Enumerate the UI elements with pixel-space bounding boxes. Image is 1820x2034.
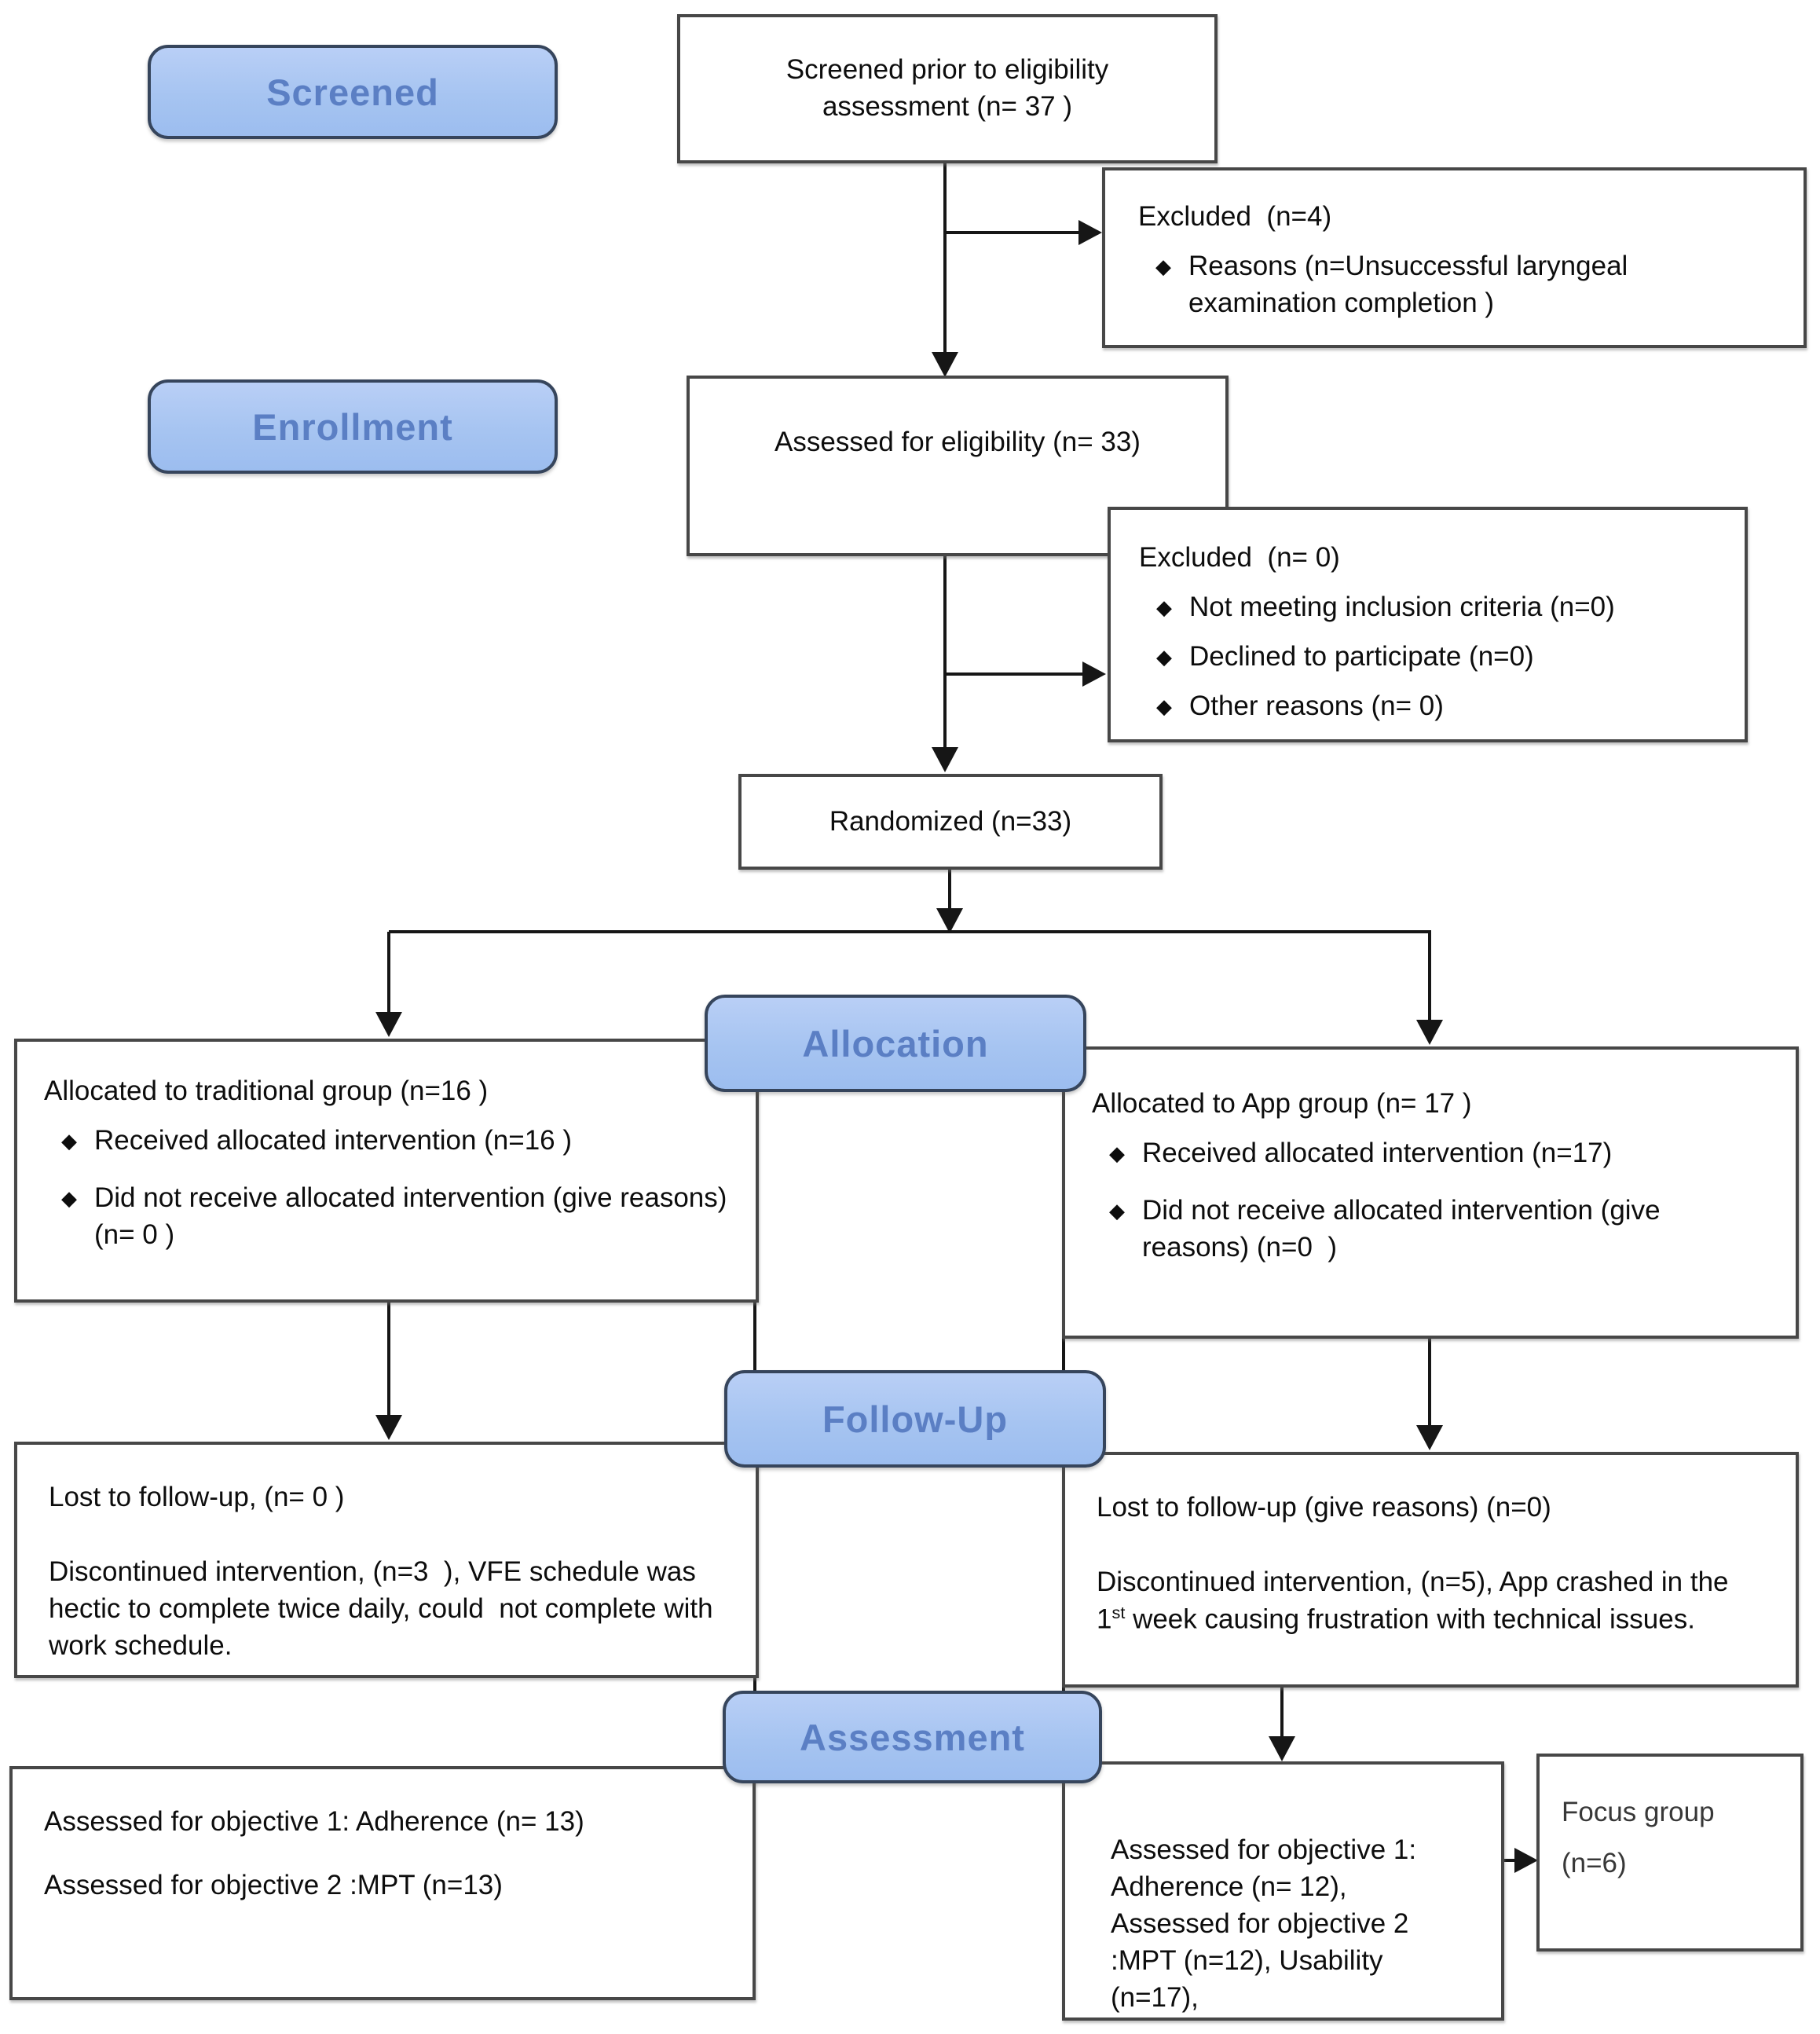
allocated-app-title: Allocated to App group (n= 17 ) [1092, 1088, 1472, 1119]
assessed-eligibility-text: Assessed for eligibility (n= 33) [775, 427, 1141, 457]
flow-box-excluded-enrollment: Excluded (n= 0) ◆ Not meeting inclusion … [1108, 507, 1748, 742]
connector-line [943, 556, 947, 749]
connector-line [943, 163, 947, 357]
stage-badge-screened-label: Screened [266, 71, 439, 113]
flow-box-screened-prior: Screened prior to eligibility assessment… [677, 14, 1218, 163]
flow-box-followup-app: Lost to follow-up (give reasons) (n=0) D… [1062, 1452, 1799, 1688]
excluded-screening-bullet: ◆ Reasons (n=Unsuccessful laryngeal exam… [1138, 248, 1771, 322]
excluded-enrollment-bullet: ◆ Other reasons (n= 0) [1139, 688, 1716, 725]
excluded-enrollment-bullet: ◆ Not meeting inclusion criteria (n=0) [1139, 589, 1716, 626]
stage-badge-enrollment: Enrollment [148, 379, 558, 474]
excluded-enrollment-bullet: ◆ Declined to participate (n=0) [1139, 639, 1716, 676]
connector-line [948, 870, 951, 913]
flow-box-focus-group: Focus group (n=6) [1536, 1754, 1804, 1952]
stage-badge-followup: Follow-Up [724, 1370, 1106, 1468]
allocated-app-bullet: ◆ Received allocated intervention (n=17) [1092, 1135, 1769, 1172]
connector-line [387, 932, 390, 1013]
followup-traditional-discontinued: Discontinued intervention, (n=3 ), VFE s… [49, 1556, 721, 1661]
excluded-enrollment-bullet-text: Other reasons (n= 0) [1189, 690, 1444, 721]
flow-box-randomized: Randomized (n=33) [738, 774, 1163, 870]
arrow-down-icon [1269, 1736, 1295, 1761]
superscript-st: st [1111, 1602, 1126, 1622]
connector-line [1504, 1859, 1516, 1862]
connector-line [945, 673, 1082, 676]
flow-box-allocated-app: Allocated to App group (n= 17 ) ◆ Receiv… [1062, 1046, 1799, 1339]
flow-box-excluded-screening: Excluded (n=4) ◆ Reasons (n=Unsuccessful… [1102, 167, 1807, 348]
connector-line [387, 1303, 390, 1418]
arrow-down-icon [1416, 1425, 1443, 1450]
arrow-down-icon [1416, 1020, 1443, 1045]
connector-line [1428, 1339, 1431, 1428]
flow-box-assessment-traditional: Assessed for objective 1: Adherence (n= … [9, 1766, 756, 2000]
allocated-app-bullet-text: Did not receive allocated intervention (… [1142, 1194, 1668, 1263]
stage-badge-enrollment-label: Enrollment [252, 405, 453, 448]
arrow-down-icon [932, 352, 958, 377]
allocated-app-bullet: ◆ Did not receive allocated intervention… [1092, 1193, 1769, 1266]
excluded-enrollment-bullet-text: Not meeting inclusion criteria (n=0) [1189, 591, 1615, 622]
assessment-traditional-objective1: Assessed for objective 1: Adherence (n= … [44, 1806, 584, 1837]
allocated-traditional-bullet-text: Did not receive allocated intervention (… [94, 1182, 735, 1250]
randomized-text: Randomized (n=33) [829, 805, 1072, 837]
allocated-app-bullet-text: Received allocated intervention (n=17) [1142, 1137, 1613, 1168]
stage-badge-assessment: Assessment [723, 1691, 1102, 1783]
stage-badge-assessment-label: Assessment [800, 1716, 1025, 1758]
split-line [389, 930, 1431, 933]
allocated-traditional-bullet: ◆ Did not receive allocated intervention… [44, 1180, 729, 1254]
diamond-bullet-icon: ◆ [1156, 595, 1172, 619]
stage-badge-screened: Screened [148, 45, 558, 139]
diamond-bullet-icon: ◆ [1155, 254, 1171, 278]
arrow-down-icon [936, 908, 963, 933]
allocated-traditional-bullet: ◆ Received allocated intervention (n=16 … [44, 1123, 729, 1160]
arrow-down-icon [932, 747, 958, 772]
flow-box-allocated-traditional: Allocated to traditional group (n=16 ) ◆… [14, 1039, 759, 1303]
screened-prior-text: Screened prior to eligibility assessment… [785, 54, 1116, 122]
focus-group-line2: (n=6) [1562, 1847, 1627, 1878]
diamond-bullet-icon: ◆ [1109, 1141, 1125, 1165]
arrow-right-icon [1514, 1848, 1538, 1873]
diamond-bullet-icon: ◆ [61, 1186, 77, 1210]
excluded-enrollment-title: Excluded (n= 0) [1139, 542, 1340, 573]
flow-box-assessment-app: Assessed for objective 1: Adherence (n= … [1062, 1761, 1504, 2021]
flow-box-followup-traditional: Lost to follow-up, (n= 0 ) Discontinued … [14, 1442, 759, 1678]
arrow-right-icon [1082, 662, 1106, 687]
followup-app-lost: Lost to follow-up (give reasons) (n=0) [1097, 1492, 1551, 1523]
arrow-down-icon [375, 1415, 402, 1440]
connector-line [945, 231, 1079, 234]
allocated-traditional-bullet-text: Received allocated intervention (n=16 ) [94, 1124, 573, 1156]
excluded-enrollment-bullet-text: Declined to participate (n=0) [1189, 640, 1534, 672]
stage-badge-followup-label: Follow-Up [822, 1398, 1009, 1440]
connector-line [1280, 1688, 1284, 1738]
arrow-down-icon [375, 1012, 402, 1037]
stage-badge-allocation-label: Allocation [802, 1022, 989, 1065]
diamond-bullet-icon: ◆ [1156, 694, 1172, 718]
followup-app-discontinued: Discontinued intervention, (n=5), App cr… [1097, 1566, 1737, 1635]
stage-badge-allocation: Allocation [705, 995, 1086, 1092]
excluded-screening-bullet-text: Reasons (n=Unsuccessful laryngeal examin… [1188, 250, 1636, 318]
flow-box-assessed-eligibility: Assessed for eligibility (n= 33) [687, 376, 1229, 556]
focus-group-line1: Focus group [1562, 1797, 1715, 1827]
connector-line [1428, 932, 1431, 1021]
allocated-traditional-title: Allocated to traditional group (n=16 ) [44, 1076, 489, 1106]
diamond-bullet-icon: ◆ [1109, 1198, 1125, 1222]
excluded-screening-title: Excluded (n=4) [1138, 201, 1332, 232]
assessment-traditional-objective2: Assessed for objective 2 :MPT (n=13) [44, 1869, 503, 1900]
diamond-bullet-icon: ◆ [1156, 644, 1172, 669]
followup-traditional-lost: Lost to follow-up, (n= 0 ) [49, 1482, 345, 1512]
assessment-app-text: Assessed for objective 1: Adherence (n= … [1111, 1834, 1423, 2013]
diamond-bullet-icon: ◆ [61, 1128, 77, 1153]
arrow-right-icon [1078, 220, 1102, 245]
